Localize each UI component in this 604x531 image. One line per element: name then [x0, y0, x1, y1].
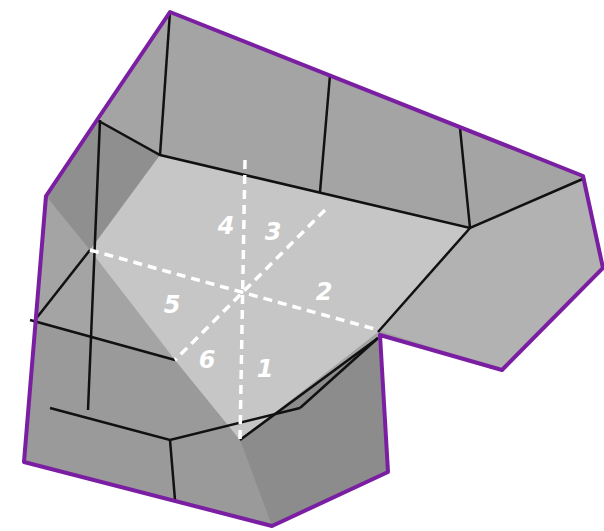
cube-edges	[30, 12, 585, 500]
top-face	[90, 155, 470, 440]
dashed-axes	[90, 160, 378, 440]
callout-number: 3	[265, 220, 282, 244]
callout-number: 4	[218, 214, 235, 238]
solid-body	[24, 12, 603, 526]
callout-number: 5	[164, 293, 181, 317]
callout-number: 6	[199, 348, 216, 372]
outline	[24, 12, 603, 526]
callout-number: 1	[257, 357, 274, 381]
callout-number: 2	[316, 280, 333, 304]
